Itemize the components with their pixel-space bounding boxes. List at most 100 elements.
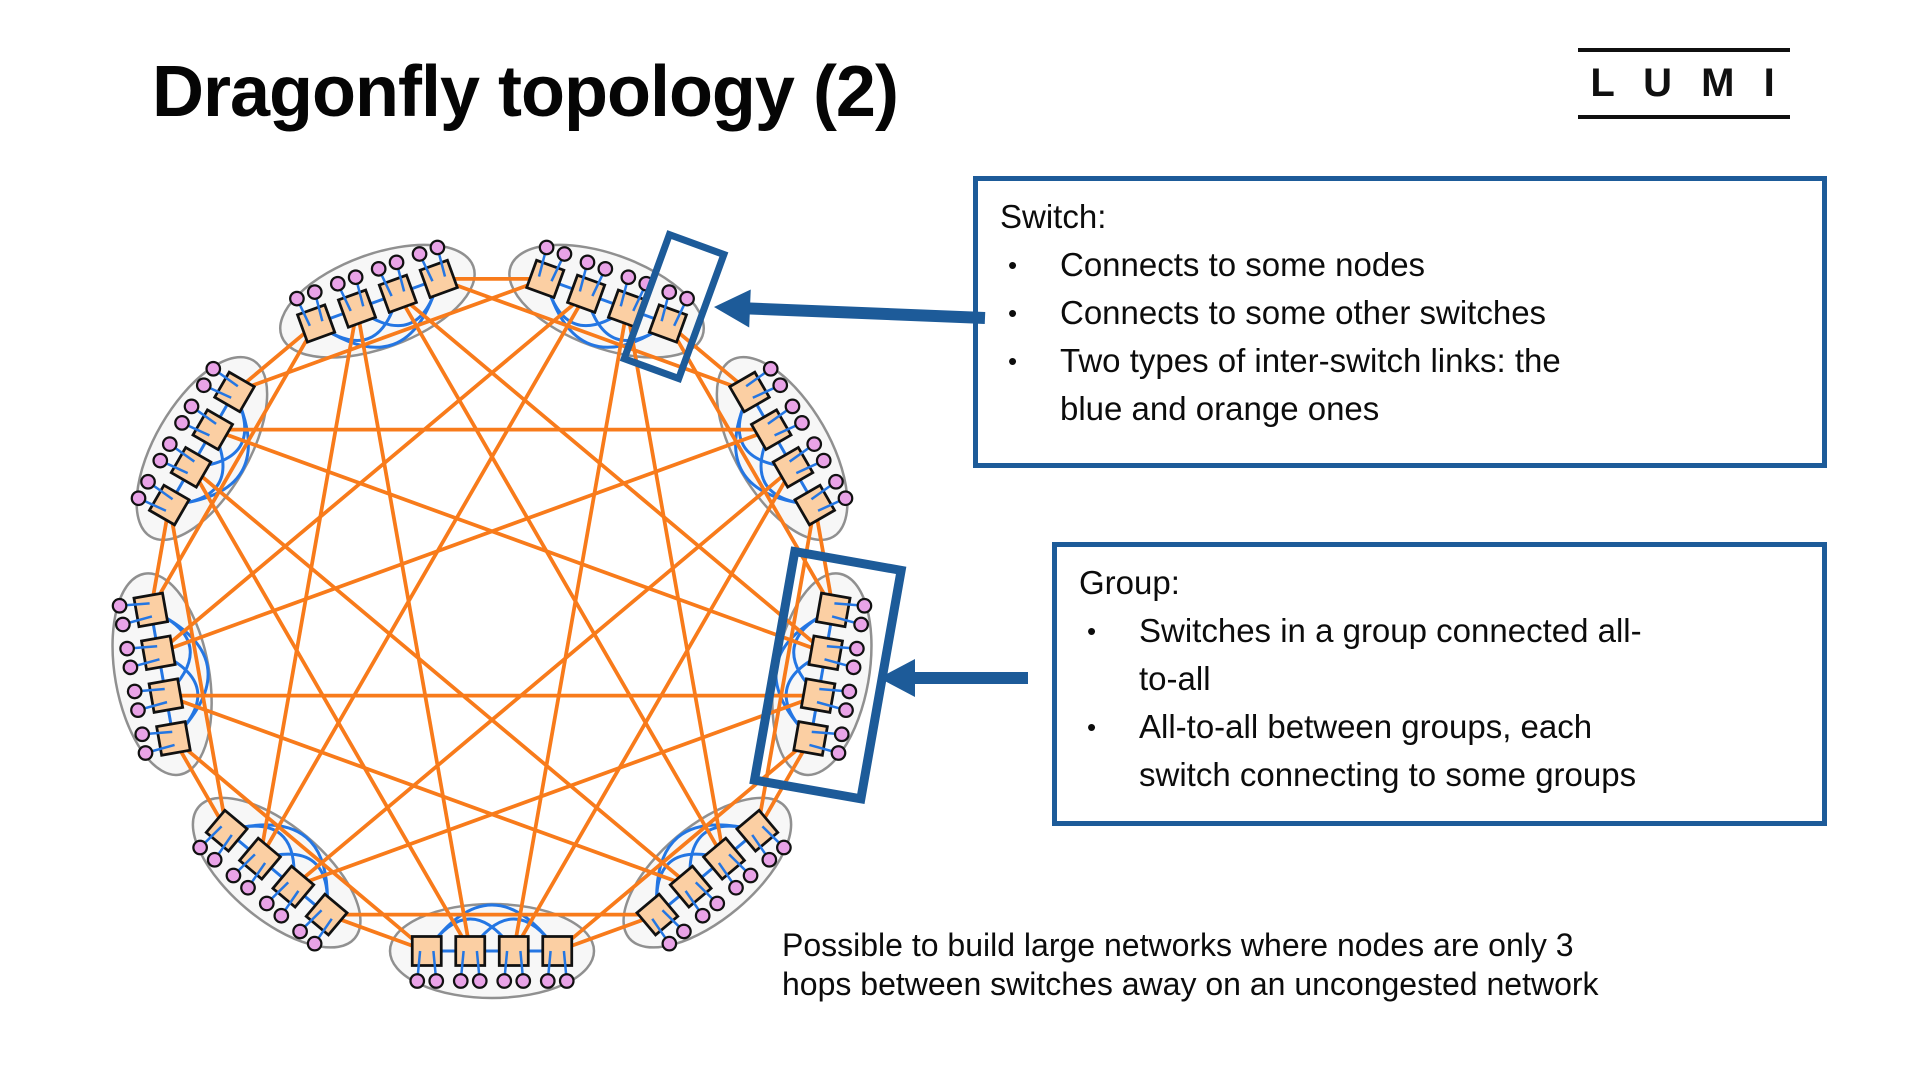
node-circle: [849, 640, 865, 657]
inter-group-link: [666, 322, 751, 394]
list-item: • Connects to some other switches: [1000, 289, 1804, 337]
list-item: • Two types of inter-switch links: the b…: [1000, 337, 1804, 433]
node-circle: [161, 436, 178, 452]
footnote-text: Possible to build large networks where n…: [782, 927, 1599, 1002]
inter-group-link: [258, 292, 588, 860]
inter-group-link: [511, 308, 629, 952]
node-circle: [140, 473, 156, 490]
node-circle: [830, 745, 847, 761]
node-circle: [620, 269, 637, 286]
node-circle: [828, 473, 844, 490]
node-circle: [273, 907, 290, 924]
inter-group-link: [165, 693, 692, 889]
node-circle: [556, 246, 573, 262]
node-circle: [388, 254, 405, 271]
switch-square: [792, 720, 829, 757]
switch-square: [647, 303, 689, 344]
node-circle: [515, 973, 532, 989]
orange-layer: [148, 277, 836, 953]
switch-callout-box: Switch: • Connects to some nodes • Conne…: [973, 176, 1827, 468]
list-item-text: Connects to some nodes: [1060, 246, 1426, 283]
list-item: • All-to-all between groups, each switch…: [1079, 703, 1804, 799]
intra-group-link: [655, 823, 758, 915]
switch-callout-list: • Connects to some nodes • Connects to s…: [1000, 241, 1804, 433]
node-circle: [119, 640, 135, 657]
node-circle: [292, 923, 308, 940]
node-circle: [558, 973, 575, 989]
node-circle: [728, 879, 744, 896]
node-circle: [471, 973, 488, 989]
node-circle: [833, 726, 850, 743]
node-circle: [772, 377, 789, 394]
inter-group-link: [258, 308, 359, 859]
node-circle: [579, 254, 596, 271]
inter-group-link: [355, 308, 473, 952]
node-circle: [183, 398, 200, 415]
switch-square: [793, 483, 837, 527]
node-circle: [762, 360, 779, 377]
inter-group-link: [292, 693, 819, 889]
node-circle: [192, 839, 208, 856]
switch-callout-heading: Switch:: [1000, 198, 1107, 235]
inter-group-link: [148, 504, 172, 611]
node-circle: [206, 851, 223, 868]
inter-group-link: [167, 504, 229, 832]
inter-group-link: [157, 292, 588, 655]
overlay-layer: [619, 230, 1028, 805]
group-callout-list: • Switches in a group connected all-to-a…: [1079, 607, 1804, 799]
switch-square: [565, 273, 607, 315]
intra-group-link: [425, 903, 559, 952]
switch-square: [799, 677, 837, 714]
node-circle: [784, 398, 801, 415]
inter-group-link: [233, 277, 546, 394]
intra-group-link: [734, 391, 815, 507]
switch-square: [701, 836, 747, 882]
switch-square: [727, 370, 772, 414]
inter-group-link: [157, 427, 772, 655]
list-item-text: Two types of inter-switch links: the blu…: [1060, 342, 1561, 427]
inter-group-link: [171, 737, 229, 832]
node-circle: [114, 616, 131, 633]
switch-square: [524, 258, 566, 300]
node-circle: [152, 452, 169, 469]
switch-square: [155, 720, 192, 757]
bullet-icon: •: [1008, 250, 1018, 280]
list-item: • Connects to some nodes: [1000, 241, 1804, 289]
logo-top-rule: [1578, 48, 1790, 52]
node-circle: [205, 360, 222, 377]
list-item-text: All-to-all between groups, each switch c…: [1139, 708, 1637, 793]
node-circle: [676, 923, 692, 940]
node-circle: [289, 290, 305, 307]
node-circle: [195, 377, 212, 394]
node-circle: [126, 683, 143, 700]
node-circle: [853, 616, 870, 633]
switch-square: [377, 273, 419, 315]
node-circle: [411, 246, 428, 262]
node-circle: [452, 973, 469, 989]
node-circle: [134, 726, 151, 743]
switch-square: [212, 370, 257, 414]
inter-group-link: [512, 466, 795, 952]
node-circle: [806, 436, 823, 452]
inter-group-link: [212, 427, 827, 655]
node-circle: [837, 490, 854, 507]
intra-group-link: [543, 278, 669, 349]
group-highlight-rect: [749, 546, 907, 805]
group-callout-box: Group: • Switches in a group connected a…: [1052, 542, 1827, 826]
switch-square: [132, 591, 170, 629]
switch-square: [139, 634, 177, 672]
switch-square: [497, 935, 530, 967]
node-circle: [679, 290, 695, 307]
ellipses-layer: [111, 243, 873, 1000]
node-circle: [709, 895, 726, 912]
switch-square: [454, 935, 487, 967]
bullet-icon: •: [1087, 712, 1097, 742]
node-circle: [306, 284, 323, 300]
node-circle: [240, 879, 256, 896]
inter-group-link: [396, 292, 827, 655]
switch-square: [336, 288, 378, 329]
switch-square: [204, 808, 250, 854]
switch-square: [634, 892, 680, 937]
